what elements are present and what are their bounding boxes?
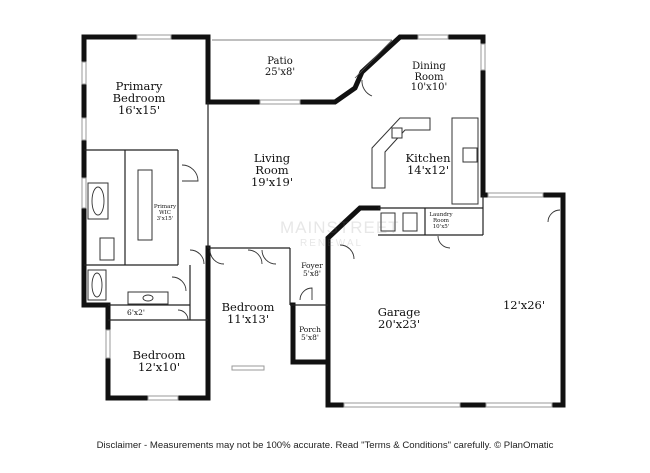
bedroom-1-label: Bedroom 11'x13' — [222, 301, 275, 325]
kitchen-size: 14'x12' — [406, 163, 450, 178]
bath-fixtures — [87, 169, 418, 305]
patio-outline — [212, 39, 393, 79]
primary-wic-size: 3'x15' — [156, 215, 174, 222]
patio-label: Patio 25'x8' — [264, 56, 296, 78]
kitchen-counters — [371, 117, 479, 205]
disclaimer-text: Disclaimer - Measurements may not be 100… — [96, 440, 554, 451]
living-room-name: Living Room — [253, 151, 291, 178]
garage-name: Garage — [377, 305, 421, 319]
foyer-name: Foyer — [301, 261, 323, 270]
primary-wic-label: Primary WIC 3'x15' — [153, 204, 177, 222]
garage-extension-size: 12'x26' — [502, 298, 546, 312]
bedroom-2-name: Bedroom — [132, 348, 186, 362]
porch-size: 5'x8' — [301, 332, 319, 342]
garage-size: 20'x23' — [377, 317, 421, 332]
interior-walls — [84, 102, 484, 321]
porch-name: Porch — [299, 325, 321, 334]
laundry-room-size: 10'x5' — [432, 223, 450, 230]
dining-room-label: Dining Room 10'x10' — [410, 61, 448, 94]
primary-wic-name: Primary WIC — [153, 204, 177, 216]
bath-closet-label: 6'x2' — [127, 309, 145, 317]
garage-label: Garage 20'x23' — [378, 306, 421, 330]
windows — [81, 34, 553, 408]
kitchen-name: Kitchen — [405, 151, 451, 165]
dining-room-size: 10'x10' — [410, 82, 448, 93]
laundry-room-name: Laundry Room — [429, 212, 453, 224]
living-room-label: Living Room 19'x19' — [251, 152, 293, 188]
foyer-label: Foyer 5'x8' — [301, 262, 323, 278]
porch-label: Porch 5'x8' — [299, 326, 321, 342]
bedroom-1-name: Bedroom — [221, 300, 275, 314]
foyer-size: 5'x8' — [303, 268, 321, 278]
watermark-text: MAINSTREET — [280, 218, 400, 237]
primary-bedroom-name: Primary Bedroom — [112, 79, 166, 106]
bedroom-2-size: 12'x10' — [137, 360, 181, 375]
patio-size: 25'x8' — [264, 66, 296, 78]
dining-room-name: Dining Room — [412, 61, 446, 83]
bedroom-2-label: Bedroom 12'x10' — [133, 349, 186, 373]
garage-extension-label: 12'x26' — [503, 299, 545, 311]
patio-name: Patio — [267, 56, 293, 67]
bath-closet-size: 6'x2' — [127, 308, 145, 317]
laundry-room-label: Laundry Room 10'x5' — [429, 212, 453, 230]
primary-bedroom-label: Primary Bedroom 16'x15' — [113, 80, 166, 116]
primary-bedroom-size: 16'x15' — [117, 103, 161, 118]
kitchen-label: Kitchen 14'x12' — [406, 152, 451, 176]
living-room-size: 19'x19' — [250, 175, 294, 190]
bedroom-1-size: 11'x13' — [226, 312, 270, 327]
doors — [171, 79, 561, 321]
watermark-subtext: RENEWAL — [300, 238, 364, 249]
